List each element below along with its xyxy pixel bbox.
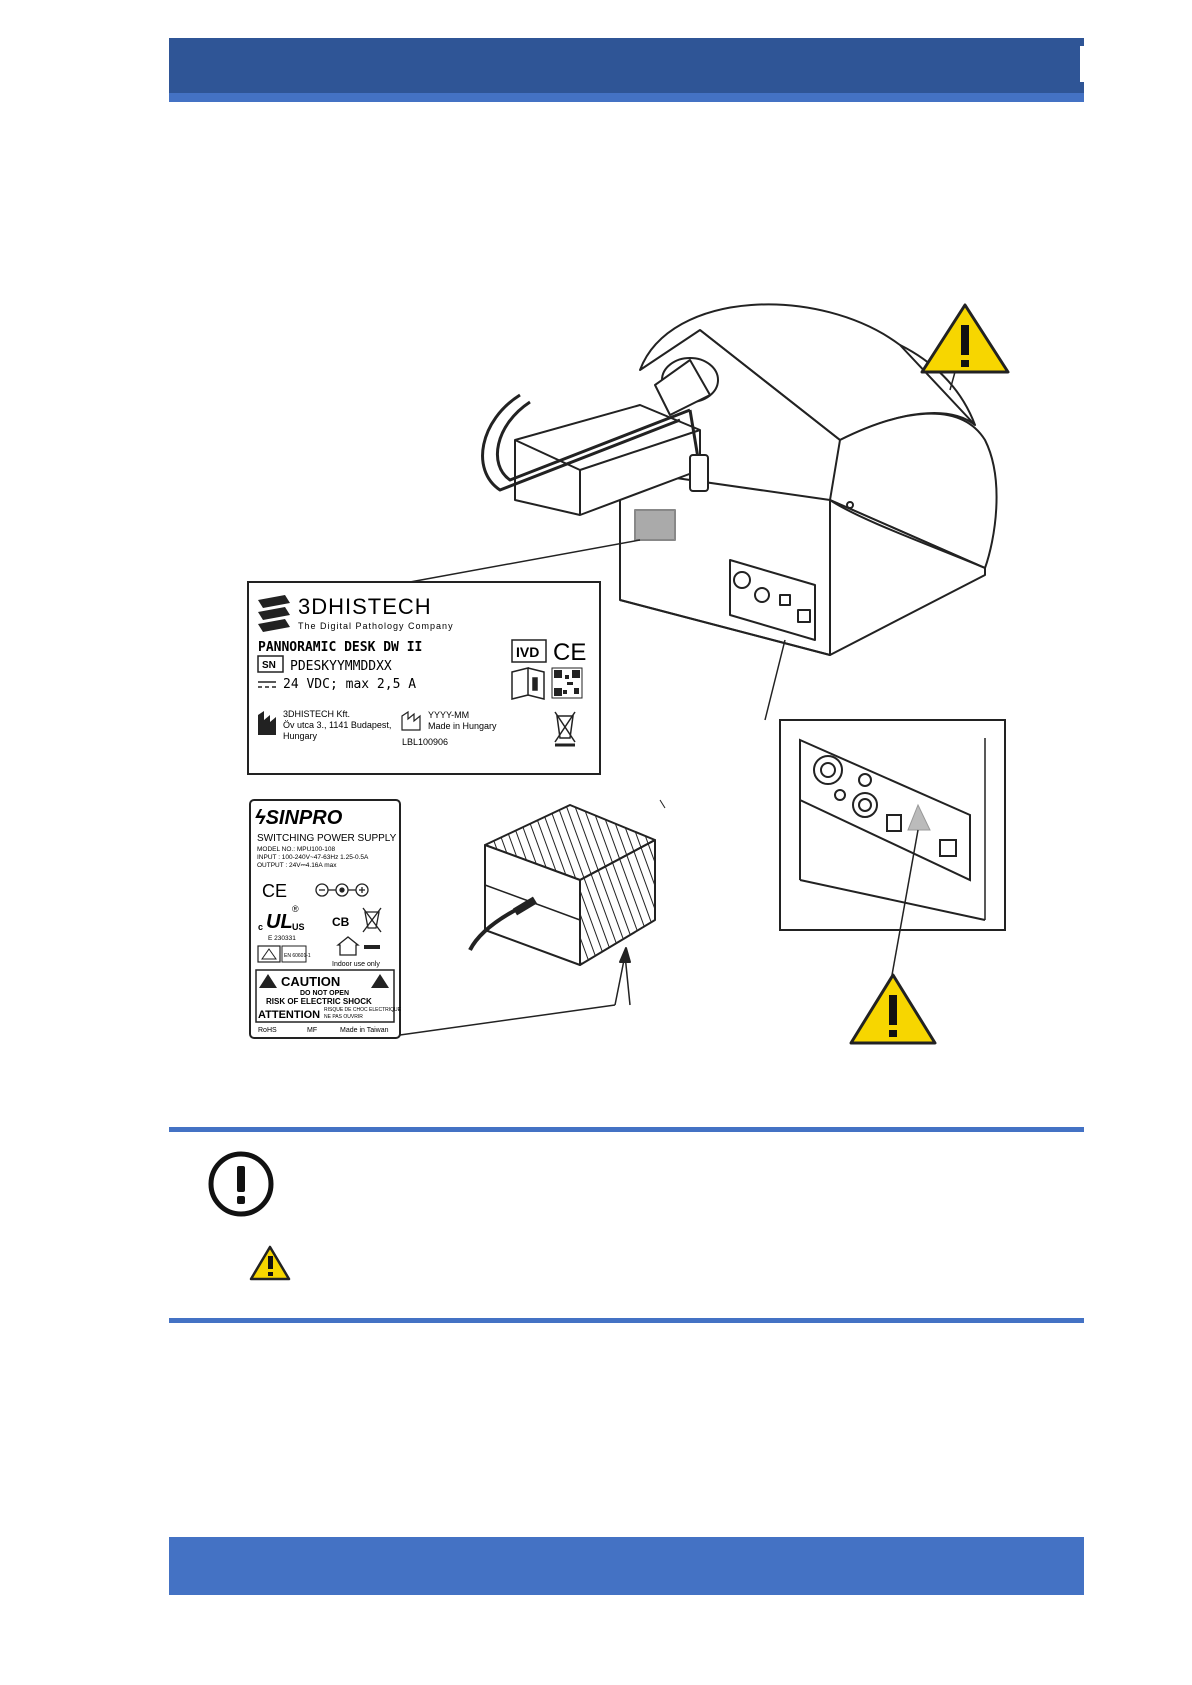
device-label-power: 24 VDC; max 2,5 A [283,677,416,692]
psu-ul-file: E 230331 [268,935,296,942]
psu-caution: CAUTION [281,974,340,989]
psu-made-in: Made in Taiwan [340,1027,389,1034]
class-ii-icon [261,948,277,960]
device-label-serial: PDESKYYMMDDXX [290,659,392,674]
psu-model: MODEL NO.: MPU100-108 [257,846,336,853]
psu-attention: ATTENTION [258,1009,320,1021]
psu-indoor: Indoor use only [332,961,380,968]
psu-en-std: EN 60601-1 [284,953,311,959]
instructions-book-icon [511,667,545,700]
psu-attention-fr2: NE PAS OUVRIR [324,1014,363,1020]
manufacture-date-icon [401,710,421,731]
power-supply-drawing [399,799,666,1036]
psu-brand: ϟSINPRO [255,807,343,829]
psu-ul-us: US [292,922,305,932]
connector-panel-zoom [779,719,1006,976]
psu-weee-icon [362,907,382,933]
dc-symbol-icon [258,681,276,688]
device-label-date-1: YYYY-MM [428,710,469,720]
psu-ul-c: c [258,922,263,932]
important-notice-icon [208,1151,274,1217]
device-label-ivd: IVD [516,644,539,660]
device-label-brand: 3DHISTECH [298,594,432,619]
device-label-ce: CE [553,639,586,666]
caution-triangle-icon [371,974,389,988]
note-rule-bottom [169,1318,1084,1323]
shock-triangle-icon [259,974,277,988]
polarity-icon [315,883,369,897]
psu-mf: MF [307,1027,317,1034]
device-label-tagline: The Digital Pathology Company [298,621,454,631]
3dhistech-logo-icon [258,595,290,632]
psu-ul-r: ® [292,904,299,914]
manufacturer-icon [258,711,276,735]
device-label-manufacturer-1: 3DHISTECH Kft. [283,709,350,719]
ul-mark-icon: UL [266,911,293,933]
warning-triangle-bottom [849,973,937,1045]
note-rule-top [169,1127,1084,1132]
psu-output: OUTPUT : 24V⎓4.16A max [257,862,337,869]
page-header-bar [169,38,1084,102]
device-label-manufacturer-2: Öv utca 3., 1141 Budapest, [283,720,391,730]
qr-code-icon [551,667,583,699]
device-label-box: 3DHISTECH The Digital Pathology Company … [247,581,601,775]
psu-rohs: RoHS [258,1027,277,1034]
psu-label-box: ϟSINPRO SWITCHING POWER SUPPLY MODEL NO.… [249,799,402,1039]
device-label-date-2: Made in Hungary [428,721,497,731]
device-label-sn-badge: SN [262,660,276,671]
device-label-product: PANNORAMIC DESK DW II [258,640,422,655]
page-footer-bar [169,1537,1084,1595]
psu-risk: RISK OF ELECTRIC SHOCK [266,997,372,1006]
device-label-code: LBL100906 [402,737,448,747]
indoor-icon [336,936,360,956]
psu-cb: CB [332,915,350,929]
weee-bin-icon [554,711,576,747]
warning-small-icon [249,1245,291,1281]
psu-do-not-open: DO NOT OPEN [300,990,349,997]
psu-ce: CE [262,881,287,901]
warning-triangle-top [920,303,1010,391]
scanner-drawing [409,303,998,721]
device-label-manufacturer-3: Hungary [283,731,318,741]
psu-title: SWITCHING POWER SUPPLY [257,833,397,844]
header-edge-mark [1080,46,1084,82]
psu-attention-fr1: RISQUE DE CHOC ELECTRIQUE [324,1007,402,1013]
psu-input: INPUT : 100-240V~47-63Hz 1.25-0.5A [257,854,369,861]
